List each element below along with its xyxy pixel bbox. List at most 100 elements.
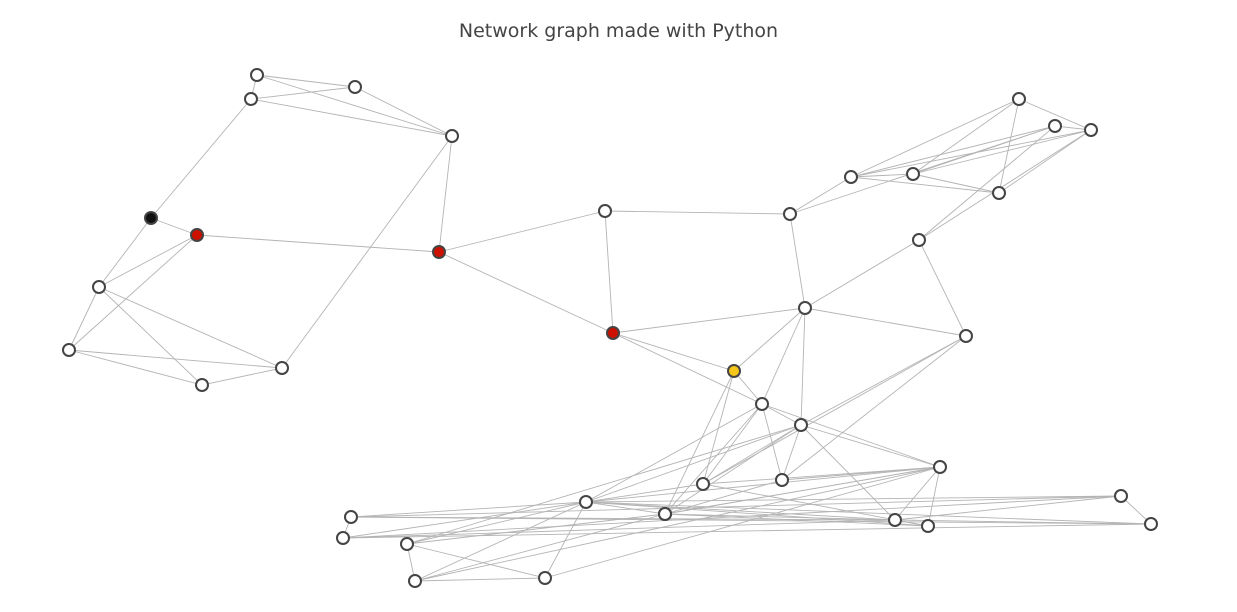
graph-edge [585,501,1152,525]
graph-node-n23[interactable] [959,329,973,343]
graph-node-n27[interactable] [775,473,789,487]
graph-edge [250,86,356,100]
graph-node-n26[interactable] [794,418,808,432]
graph-node-n32[interactable] [888,513,902,527]
graph-node-n10[interactable] [275,361,289,375]
graph-edge [585,501,896,521]
graph-edge [789,176,852,215]
graph-edge [761,403,802,426]
graph-edge [438,251,614,334]
graph-edge [150,98,252,219]
graph-node-n36[interactable] [344,510,358,524]
graph-edge [342,523,1152,539]
graph-edge [664,424,802,515]
graph-node-n13[interactable] [606,326,620,340]
graph-edge [612,332,763,405]
graph-node-n20[interactable] [992,186,1006,200]
graph-edge [789,213,806,309]
graph-edge [150,217,198,236]
graph-node-n34[interactable] [1114,489,1128,503]
graph-node-n39[interactable] [408,574,422,588]
graph-node-n33[interactable] [921,519,935,533]
graph-node-n14[interactable] [783,207,797,221]
graph-edge [918,125,1056,241]
graph-edge [585,495,1122,503]
graph-node-n2[interactable] [244,92,258,106]
graph-node-n7[interactable] [92,280,106,294]
graph-node-n1[interactable] [250,68,264,82]
graph-edge [800,307,806,426]
graph-edge [927,466,941,527]
graph-edge [196,234,440,253]
graph-node-n35[interactable] [1144,517,1158,531]
graph-node-n15[interactable] [844,170,858,184]
graph-edge [702,335,967,485]
graph-edge [800,424,896,521]
edge-layer [68,74,1152,582]
graph-edge [354,86,453,137]
graph-node-n37[interactable] [336,531,350,545]
graph-edge [733,370,763,405]
graph-node-n18[interactable] [1048,119,1062,133]
graph-node-n8[interactable] [62,343,76,357]
graph-node-n11[interactable] [432,245,446,259]
graph-edge [894,466,941,521]
graph-node-n12[interactable] [598,204,612,218]
graph-edge [894,495,1122,521]
graph-edge [912,125,1056,175]
graph-edge [804,239,920,309]
graph-edge [281,135,453,369]
graph-edge [68,234,198,351]
graph-node-n24[interactable] [727,364,741,378]
graph-edge [414,577,546,582]
graph-edge [406,543,546,579]
graph-edge [585,403,763,503]
graph-node-n19[interactable] [1084,123,1098,137]
graph-edge [68,286,100,351]
graph-edge [438,135,453,253]
graph-edge [604,210,614,334]
graph-edge [406,501,587,545]
graph-edge [800,335,967,426]
graph-edge [350,501,587,518]
graph-node-n3[interactable] [348,80,362,94]
graph-edge [912,173,1000,194]
graph-edge [733,307,806,372]
graph-edge [761,307,806,405]
graph-node-n5[interactable] [144,211,158,225]
graph-node-n41[interactable] [538,571,552,585]
graph-node-n9[interactable] [195,378,209,392]
graph-edge [612,332,735,372]
graph-edge [585,483,704,503]
graph-node-n16[interactable] [906,167,920,181]
graph-node-n40[interactable] [658,507,672,521]
graph-edge [702,403,763,485]
graph-edge [414,466,941,582]
graph-edge [98,286,203,386]
graph-node-n30[interactable] [579,495,593,509]
graph-edge [98,286,283,369]
graph-node-n28[interactable] [696,477,710,491]
graph-node-n21[interactable] [912,233,926,247]
graph-edge [68,349,203,386]
graph-node-n22[interactable] [798,301,812,315]
graph-edge [912,129,1092,175]
graph-node-n25[interactable] [755,397,769,411]
graph-node-n6[interactable] [190,228,204,242]
graph-edge [604,210,791,215]
chart-title: Network graph made with Python [458,20,779,42]
graph-edge [800,424,941,468]
graph-edge [664,403,763,515]
graph-edge [342,501,587,539]
graph-node-n17[interactable] [1012,92,1026,106]
graph-edge [850,98,1020,178]
graph-edge [850,129,1092,178]
graph-edge [664,513,929,527]
graph-edge [350,516,1152,525]
graph-node-n31[interactable] [933,460,947,474]
graph-node-n4[interactable] [445,129,459,143]
graph-edge [544,501,587,579]
graph-node-n38[interactable] [400,537,414,551]
graph-edge [761,403,941,468]
